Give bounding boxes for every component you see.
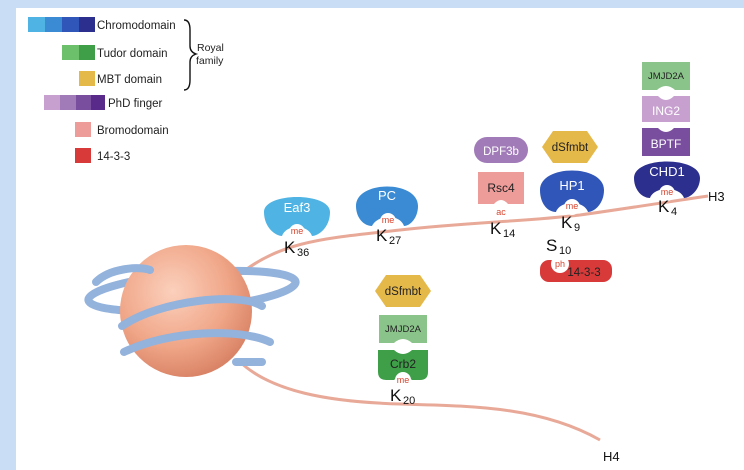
legend-label: Chromodomain (97, 20, 176, 32)
royal-label: Royal (197, 42, 224, 54)
family-label: family (196, 55, 224, 67)
mod-label: me (397, 375, 410, 385)
mod-label: ac (496, 207, 506, 217)
pc-protein: PC (356, 186, 418, 226)
protein-label: BPTF (651, 137, 682, 151)
residue-number: 36 (297, 247, 309, 259)
legend-label: Tudor domain (97, 48, 168, 60)
nucleosome (84, 245, 300, 377)
protein-label: 14-3-3 (567, 267, 600, 279)
protein-label: CHD1 (649, 164, 684, 179)
dpf3b-protein: DPF3b (474, 137, 528, 163)
dsfmbt-h3-protein: dSfmbt (542, 131, 598, 163)
legend-item-14-3-3: 14-3-3 (75, 148, 130, 163)
protein-label: PC (378, 188, 396, 203)
legend: Chromodomain Tudor domain MBT domain PhD… (28, 17, 224, 163)
residue-k14: ac K 14 (490, 207, 515, 240)
legend-item-chromodomain: Chromodomain (28, 17, 176, 32)
mod-label: me (382, 215, 395, 225)
legend-item-phd: PhD finger (44, 95, 163, 110)
bptf-protein: BPTF (642, 128, 690, 156)
legend-item-bromodomain: Bromodomain (75, 122, 169, 137)
mod-label: me (661, 187, 674, 197)
jmjd2a-h3-protein: JMJD2A (642, 62, 690, 90)
protein-label: HP1 (559, 178, 584, 193)
royal-family-brace (183, 19, 199, 91)
legend-label: MBT domain (97, 74, 162, 86)
residue-letter: K (658, 197, 670, 216)
mod-label: me (291, 226, 304, 236)
protein-label: JMJD2A (648, 71, 685, 82)
rsc4-protein: Rsc4 (478, 172, 524, 204)
chd1-protein: CHD1 (634, 161, 700, 198)
residue-number: 14 (503, 228, 515, 240)
residue-letter: K (490, 219, 502, 238)
protein-label: Eaf3 (284, 200, 311, 215)
legend-label: Bromodomain (97, 125, 169, 137)
content-panel (16, 8, 744, 470)
residue-letter: K (561, 213, 573, 232)
dsfmbt-h4-protein: dSfmbt (375, 275, 431, 307)
residue-letter: K (284, 238, 296, 257)
residue-letter: K (376, 226, 388, 245)
protein-label: DPF3b (483, 146, 519, 158)
ing2-protein: ING2 (642, 96, 690, 122)
residue-k20: me K 20 (390, 372, 415, 407)
legend-label: 14-3-3 (97, 151, 130, 163)
legend-item-tudor: Tudor domain (62, 45, 168, 60)
residue-k27: me K 27 (376, 213, 401, 247)
mod-label: me (566, 201, 579, 211)
hp1-protein: HP1 (540, 170, 604, 212)
h3-tail (237, 194, 709, 278)
h3-label: H3 (708, 189, 725, 204)
residue-number: 27 (389, 235, 401, 247)
residue-number: 4 (671, 206, 677, 218)
legend-item-mbt: MBT domain (79, 71, 162, 86)
protein-label: JMJD2A (385, 324, 422, 335)
jmjd2a-h4-protein: JMJD2A (379, 315, 427, 343)
h4-tail (236, 358, 601, 442)
protein-label: ING2 (652, 104, 680, 118)
residue-letter: K (390, 386, 402, 405)
residue-s10: S 10 ph (546, 236, 571, 273)
legend-label: PhD finger (108, 98, 163, 110)
residue-k9: me K 9 (561, 199, 580, 234)
crb2-protein: Crb2 (378, 350, 428, 380)
14-3-3-protein: 14-3-3 (540, 260, 612, 282)
protein-label: dSfmbt (552, 142, 589, 154)
eaf3-protein: Eaf3 (264, 197, 330, 236)
residue-number: 10 (559, 245, 571, 257)
residue-k4: me K 4 (658, 185, 677, 218)
h4-label: H4 (603, 449, 620, 464)
residue-number: 9 (574, 222, 580, 234)
residue-number: 20 (403, 395, 415, 407)
mod-label: ph (555, 259, 565, 269)
protein-label: dSfmbt (385, 286, 422, 298)
residue-letter: S (546, 236, 557, 255)
protein-label: Rsc4 (487, 181, 515, 195)
protein-label: Crb2 (390, 357, 416, 371)
residue-k36: me K 36 (284, 224, 309, 259)
